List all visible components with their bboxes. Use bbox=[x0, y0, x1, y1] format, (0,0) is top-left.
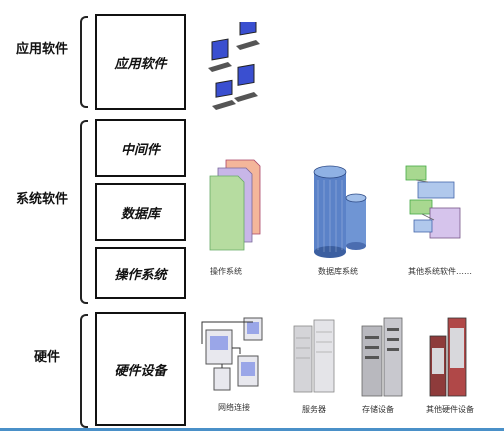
box-database: 数据库 bbox=[95, 183, 186, 241]
hardware-rack-icon bbox=[429, 317, 467, 397]
caption-os: 操作系统 bbox=[210, 267, 242, 276]
section-label-system: 系统软件 bbox=[16, 192, 69, 207]
box-hardware-device: 硬件设备 bbox=[95, 312, 186, 426]
brace-app bbox=[80, 16, 88, 108]
block-diagram-icon bbox=[405, 165, 461, 239]
caption-network: 网络连接 bbox=[218, 403, 250, 412]
section-label-app: 应用软件 bbox=[16, 42, 69, 57]
brace-hardware bbox=[80, 314, 88, 428]
database-cylinder-icon bbox=[313, 165, 367, 258]
bottom-rule bbox=[0, 428, 504, 431]
box-os: 操作系统 bbox=[95, 247, 186, 299]
caption-db: 数据库系统 bbox=[318, 267, 358, 276]
storage-icon bbox=[361, 317, 403, 397]
box-app-software: 应用软件 bbox=[95, 14, 186, 110]
laptop-icon bbox=[208, 22, 260, 110]
server-icon bbox=[293, 319, 335, 393]
document-stack-icon bbox=[209, 159, 261, 251]
caption-other-hw: 其他硬件设备 bbox=[426, 405, 474, 414]
caption-storage: 存储设备 bbox=[362, 405, 394, 414]
network-icon bbox=[201, 317, 263, 391]
section-label-hardware: 硬件 bbox=[34, 350, 61, 365]
caption-server: 服务器 bbox=[302, 405, 326, 414]
brace-system bbox=[80, 120, 88, 304]
box-middleware: 中间件 bbox=[95, 119, 186, 177]
caption-other-sys: 其他系统软件…… bbox=[408, 267, 472, 276]
